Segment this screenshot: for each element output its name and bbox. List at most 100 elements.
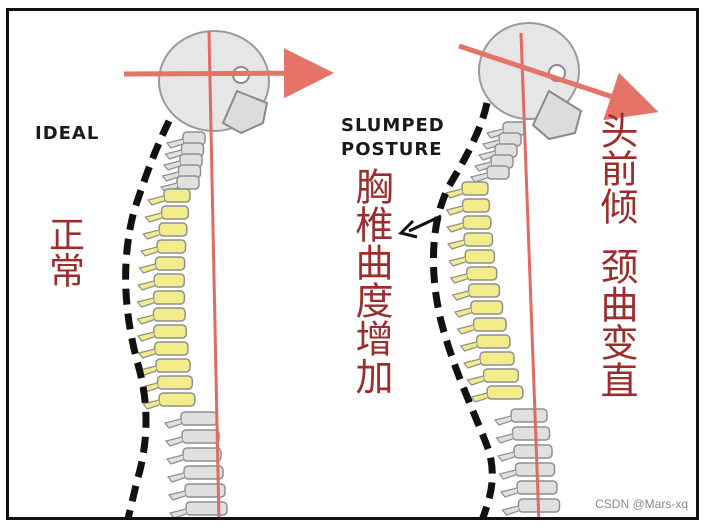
slumped-jaw [531, 89, 583, 141]
thoracic-vertebra [463, 232, 494, 247]
slumped-lumbar-vertebrae [493, 408, 561, 516]
thoracic-vertebra [153, 341, 189, 356]
lumbar-vertebra [513, 444, 553, 459]
watermark: CSDN @Mars-xq [595, 497, 688, 511]
neck-straightening-caption: 颈曲变直 [594, 247, 638, 399]
thoracic-vertebra-process [459, 341, 477, 352]
thoracic-vertebra-process [137, 280, 155, 291]
thoracic-vertebra-process [448, 256, 466, 267]
lumbar-vertebra [185, 501, 228, 516]
slumped-thoracic-vertebrae [444, 181, 524, 403]
thoracic-vertebra-process [453, 307, 472, 318]
thoracic-vertebra-process [137, 348, 155, 359]
thoracic-vertebra-process [456, 324, 474, 335]
cervical-vertebra-process [477, 150, 496, 161]
lumbar-vertebra-process [163, 418, 182, 429]
lumbar-vertebra-process [168, 508, 187, 517]
lumbar-vertebra [183, 465, 224, 480]
lumbar-vertebra-process [493, 415, 512, 426]
lumbar-vertebra-process [166, 472, 185, 483]
thoracic-curve-caption: 胸椎曲度增加 [349, 167, 393, 395]
thoracic-vertebra [156, 375, 194, 390]
thoracic-vertebra-process [140, 246, 158, 257]
ideal-lumbar-vertebrae [163, 411, 228, 517]
lumbar-vertebra-process [164, 436, 183, 447]
cervical-vertebra-process [469, 172, 488, 183]
lumbar-vertebra-process [498, 469, 516, 480]
cervical-vertebra [176, 175, 200, 190]
thoracic-vertebra-process [466, 375, 484, 386]
thoracic-vertebra [158, 222, 188, 237]
thoracic-vertebra [472, 317, 507, 332]
thoracic-vertebra [467, 283, 501, 298]
thoracic-vertebra-process [136, 331, 155, 342]
lumbar-vertebra [181, 429, 220, 444]
ideal-caption-chinese: 正常 [43, 216, 84, 288]
cervical-vertebra-process [165, 138, 184, 149]
thoracic-vertebra-process [446, 222, 464, 233]
thoracic-vertebra [158, 392, 196, 407]
lumbar-vertebra [514, 462, 556, 477]
thoracic-vertebra [461, 198, 491, 213]
ideal-jaw [221, 89, 269, 135]
ideal-posture-outline [122, 119, 173, 517]
ideal-caption: IDEAL [35, 123, 100, 144]
cervical-vertebra-process [481, 139, 500, 150]
ideal-gaze-arrow [123, 48, 334, 99]
thoracic-pointer-arrowhead [398, 219, 418, 239]
thoracic-vertebra [163, 188, 191, 203]
thoracic-vertebra [470, 300, 504, 315]
lumbar-vertebra-process [167, 490, 186, 501]
thoracic-vertebra [465, 266, 498, 281]
thoracic-vertebra-process [470, 392, 488, 403]
cervical-vertebra-process [485, 128, 504, 139]
slumped-skeleton [444, 22, 583, 516]
cervical-vertebra-process [164, 149, 182, 160]
slumped-caption-line2: POSTURE [341, 139, 443, 160]
thoracic-pointer-line [408, 214, 442, 233]
lumbar-vertebra [182, 447, 222, 462]
cervical-vertebra-process [161, 171, 179, 182]
thoracic-vertebra-process [142, 229, 160, 240]
slumped-caption-line1: SLUMPED [341, 115, 445, 136]
slumped-plumb-line [519, 32, 541, 517]
thoracic-vertebra-process [445, 205, 463, 216]
thoracic-vertebra [461, 181, 489, 196]
slumped-gaze-arrow [458, 43, 659, 121]
thoracic-vertebra [154, 256, 186, 271]
thoracic-vertebra-process [444, 188, 463, 199]
thoracic-vertebra [153, 273, 186, 288]
lumbar-vertebra-process [165, 454, 184, 465]
thoracic-vertebra [462, 215, 492, 230]
ideal-skeleton [136, 30, 270, 517]
thoracic-vertebra [152, 307, 186, 322]
posture-illustration [122, 22, 659, 517]
thoracic-vertebra [155, 358, 191, 373]
lumbar-vertebra [180, 411, 218, 426]
thoracic-vertebra-process [138, 263, 156, 274]
thoracic-vertebra [475, 334, 511, 349]
thoracic-vertebra [482, 368, 520, 383]
thoracic-vertebra [479, 351, 515, 366]
cervical-vertebra-process [473, 161, 492, 172]
thoracic-vertebra-process [136, 297, 154, 308]
thoracic-vertebra [464, 249, 496, 264]
lumbar-vertebra [184, 483, 226, 498]
thoracic-vertebra-process [142, 399, 160, 410]
cervical-vertebra [486, 165, 510, 180]
lumbar-vertebra [510, 408, 548, 423]
thoracic-vertebra-process [451, 290, 469, 301]
ideal-cervical-vertebrae [159, 131, 206, 193]
ideal-thoracic-vertebrae [136, 188, 196, 410]
lumbar-vertebra-process [496, 451, 515, 462]
thoracic-vertebra-process [449, 273, 467, 284]
slumped-posture-outline [429, 102, 496, 517]
thoracic-vertebra-process [146, 195, 165, 206]
thoracic-vertebra-process [462, 358, 481, 369]
thoracic-vertebra-process [447, 239, 465, 250]
illustration-frame: IDEAL 正常 SLUMPED POSTURE 胸椎曲度增加 头前倾 颈曲变直… [6, 8, 699, 520]
lumbar-vertebra-process [495, 433, 513, 444]
thoracic-vertebra [160, 205, 190, 220]
lumbar-vertebra [511, 426, 551, 441]
thoracic-vertebra-process [144, 212, 162, 223]
